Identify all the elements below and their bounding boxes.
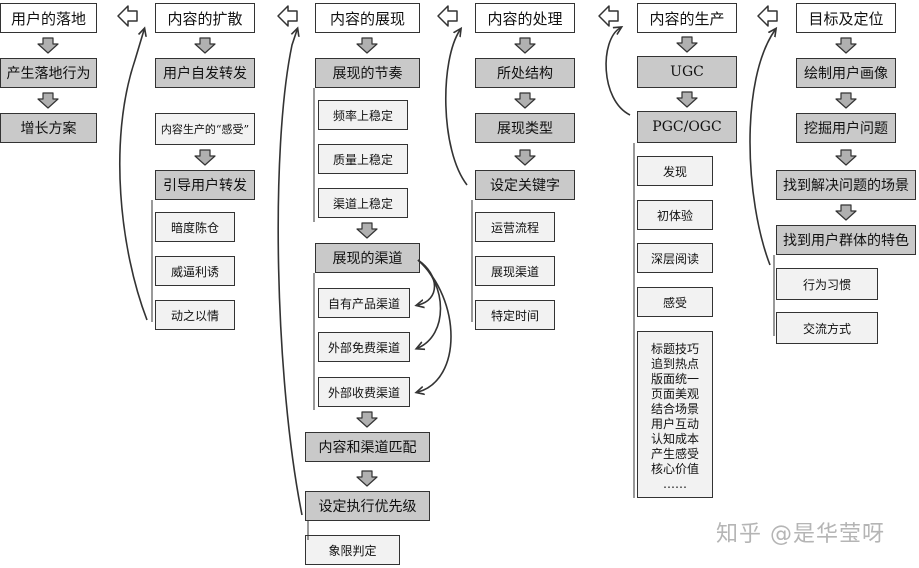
down-arrow-icon — [356, 37, 378, 54]
node-deep-reading: 深层阅读 — [637, 243, 713, 273]
note-item: 认知成本 — [650, 432, 699, 446]
down-arrow-icon — [676, 91, 698, 108]
node-user-problems: 挖掘用户问题 — [796, 113, 896, 143]
node-discover: 发现 — [637, 156, 713, 186]
node-quadrant: 象限判定 — [305, 535, 400, 565]
node-ugc: UGC — [637, 56, 737, 88]
node-behavior-habits: 行为习惯 — [776, 268, 878, 300]
down-arrow-icon — [356, 470, 378, 487]
header-content-processing: 内容的处理 — [475, 3, 575, 33]
node-growth-plan: 增长方案 — [0, 113, 97, 143]
left-arrow-icon — [757, 5, 778, 27]
node-communication: 交流方式 — [776, 312, 878, 344]
node-ops-process: 运营流程 — [475, 212, 555, 242]
down-arrow-icon — [514, 149, 536, 166]
watermark: 知乎 @是华莹呀 — [716, 522, 885, 547]
node-content-channel-match: 内容和渠道匹配 — [305, 432, 430, 462]
node-paid-channel: 外部收费渠道 — [318, 377, 410, 407]
techniques-text: 标题技巧 追到热点 版面统一 页面美观 结合场景 用户互动 认知成本 产生感受 … — [651, 342, 699, 492]
header-content-spread: 内容的扩散 — [155, 3, 255, 33]
node-free-channel: 外部免费渠道 — [318, 332, 410, 362]
node-own-channel: 自有产品渠道 — [318, 288, 410, 318]
node-first-experience: 初体验 — [637, 200, 713, 230]
down-arrow-icon — [835, 204, 857, 221]
node-user-persona: 绘制用户画像 — [796, 58, 896, 88]
node-display-channel-2: 展现渠道 — [475, 256, 555, 286]
down-arrow-icon — [514, 92, 536, 109]
node-content-feeling: 内容生产的“感受” — [155, 113, 255, 145]
down-arrow-icon — [835, 92, 857, 109]
node-quality-stable: 质量上稳定 — [318, 144, 408, 174]
node-display-rhythm: 展现的节奏 — [315, 58, 420, 88]
header-user-landing: 用户的落地 — [0, 3, 97, 33]
node-problem-scenario: 找到解决问题的场景 — [776, 170, 916, 200]
node-landing-behavior: 产生落地行为 — [0, 58, 97, 88]
down-arrow-icon — [37, 92, 59, 109]
node-priority: 设定执行优先级 — [305, 491, 430, 521]
note-item: 结合场景 — [650, 402, 699, 416]
note-item: 版面统一 — [650, 372, 699, 386]
down-arrow-icon — [514, 37, 536, 54]
down-arrow-icon — [194, 149, 216, 166]
note-item: 核心价值 — [650, 462, 699, 476]
down-arrow-icon — [37, 37, 59, 54]
node-incentive: 威逼利诱 — [155, 256, 235, 286]
note-item: 标题技巧 — [650, 342, 699, 356]
node-display-type: 展现类型 — [475, 113, 575, 143]
node-emotion: 动之以情 — [155, 300, 235, 330]
header-content-display: 内容的展现 — [315, 3, 420, 33]
node-pgc-ogc: PGC/OGC — [637, 111, 737, 143]
node-user-forwarding: 用户自发转发 — [155, 58, 255, 88]
left-arrow-icon — [437, 5, 458, 27]
left-arrow-icon — [598, 5, 619, 27]
left-arrow-icon — [117, 5, 138, 27]
note-item: 用户互动 — [650, 417, 699, 431]
node-frequency-stable: 频率上稳定 — [318, 100, 408, 130]
down-arrow-icon — [835, 149, 857, 166]
down-arrow-icon — [835, 37, 857, 54]
node-user-group-traits: 找到用户群体的特色 — [776, 225, 916, 255]
down-arrow-icon — [676, 36, 698, 53]
node-keywords: 设定关键字 — [475, 170, 575, 200]
node-techniques-list: 标题技巧 追到热点 版面统一 页面美观 结合场景 用户互动 认知成本 产生感受 … — [637, 331, 713, 498]
node-feeling: 感受 — [637, 287, 713, 317]
down-arrow-icon — [194, 37, 216, 54]
node-channel-stable: 渠道上稳定 — [318, 188, 408, 218]
note-item: 追到热点 — [650, 357, 699, 371]
note-item: 页面美观 — [650, 387, 699, 401]
header-content-production: 内容的生产 — [637, 3, 737, 33]
node-guide-forwarding: 引导用户转发 — [155, 170, 255, 200]
left-arrow-icon — [277, 5, 298, 27]
node-structure: 所处结构 — [475, 58, 575, 88]
note-item: …… — [662, 477, 687, 491]
node-display-channel: 展现的渠道 — [315, 243, 420, 273]
node-specific-time: 特定时间 — [475, 300, 555, 330]
down-arrow-icon — [356, 411, 378, 428]
note-item: 产生感受 — [650, 447, 699, 461]
header-goal-positioning: 目标及定位 — [796, 3, 896, 33]
node-secret-tactic: 暗度陈仓 — [155, 212, 235, 242]
down-arrow-icon — [356, 222, 378, 239]
